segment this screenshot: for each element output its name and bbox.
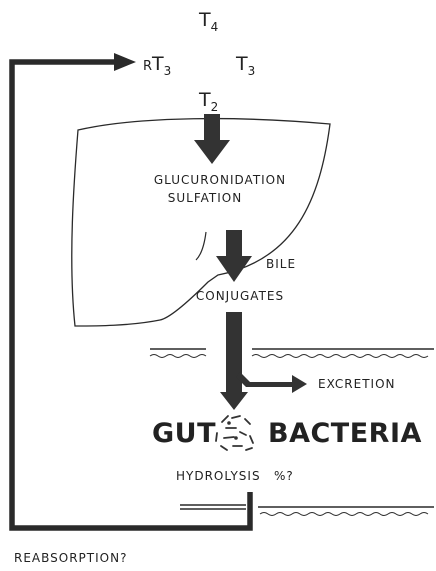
bile-label: BILE <box>266 257 296 271</box>
reabsorption-arrowhead <box>114 53 136 71</box>
excretion-arrow <box>236 372 307 393</box>
sulfation-label: SULFATION <box>168 191 242 205</box>
bacteria-icon <box>216 416 253 450</box>
reabsorption-label: REABSORPTION? <box>14 551 127 565</box>
t3-label: T3 <box>235 53 255 78</box>
arrow-down-to-liver <box>194 114 230 164</box>
conjugates-label: CONJUGATES <box>196 289 284 303</box>
liver-lobe-line <box>196 232 206 260</box>
excretion-label: EXCRETION <box>318 377 396 391</box>
glucuronidation-label: GLUCURONIDATION <box>154 173 286 187</box>
gut-label: GUT <box>152 418 216 449</box>
upper-gut-wall <box>150 349 434 358</box>
t4-label: T4 <box>198 9 218 34</box>
rt3-label: RT3 <box>143 53 171 78</box>
lower-gut-wall <box>180 505 434 516</box>
hydrolysis-symbol: %? <box>274 469 294 483</box>
bile-duct-arrow <box>220 312 248 410</box>
bacteria-label: BACTERIA <box>268 418 422 449</box>
t2-label: T2 <box>198 89 218 114</box>
hydrolysis-label: HYDROLYSIS <box>176 469 261 483</box>
